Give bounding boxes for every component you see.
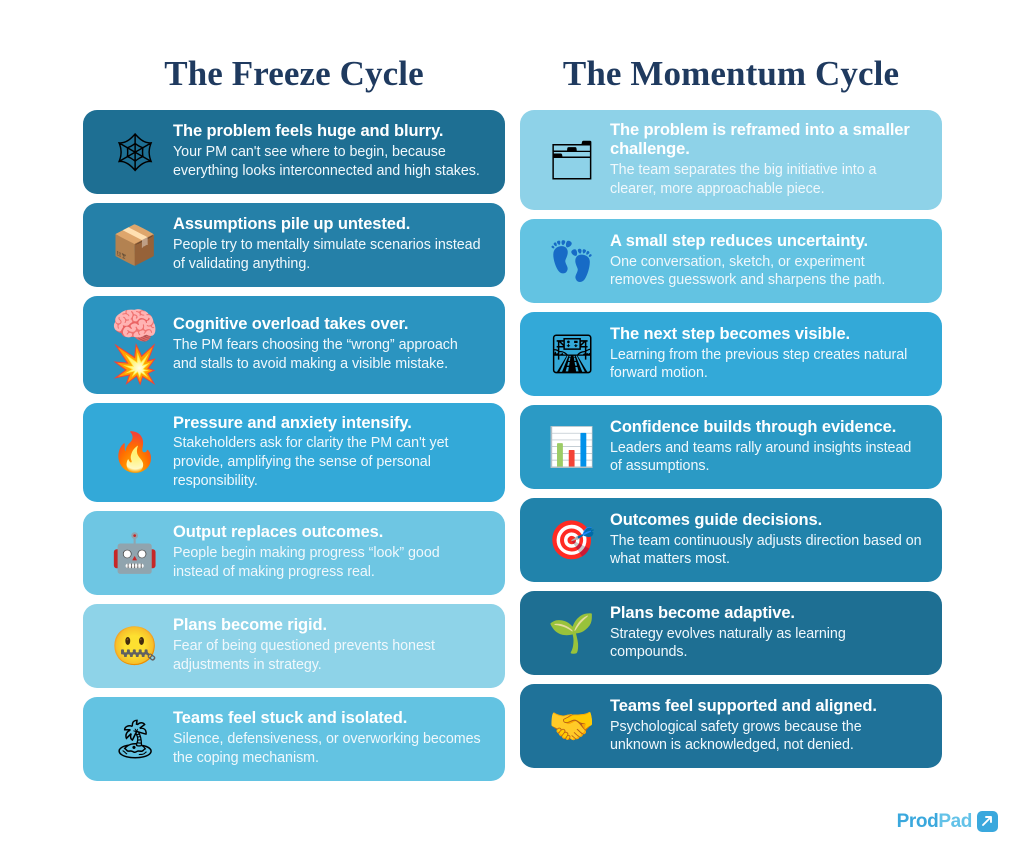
- card-body: Pressure and anxiety intensify. Stakehol…: [173, 414, 489, 491]
- card-momentum-5: 🎯 Outcomes guide decisions. The team con…: [520, 497, 942, 582]
- card-momentum-2: 👣 A small step reduces uncertainty. One …: [520, 218, 942, 303]
- column-title-momentum: The Momentum Cycle: [562, 54, 900, 93]
- logo-pad-text: Pad: [938, 811, 972, 832]
- cycle-columns: The Freeze Cycle 🕸 The problem feels hug…: [83, 54, 942, 781]
- card-body: Confidence builds through evidence. Lead…: [610, 418, 926, 476]
- card-heading: Assumptions pile up untested.: [173, 215, 411, 234]
- card-freeze-3: 🧠💥 Cognitive overload takes over. The PM…: [83, 295, 505, 394]
- card-freeze-7: 🏝 Teams feel stuck and isolated. Silence…: [83, 696, 505, 781]
- card-description: People begin making progress “look” good…: [173, 545, 440, 581]
- card-momentum-3: 🛣 The next step becomes visible. Learnin…: [520, 311, 942, 396]
- card-heading: Teams feel supported and aligned.: [610, 696, 877, 715]
- packages-icon: 📦: [111, 222, 159, 267]
- card-momentum-6: 🌱 Plans become adaptive. Strategy evolve…: [520, 590, 942, 675]
- card-freeze-5: 🤖 Output replaces outcomes. People begin…: [83, 510, 505, 595]
- card-description: People try to mentally simulate scenario…: [173, 237, 481, 272]
- prodpad-logo[interactable]: ProdPad: [897, 811, 998, 832]
- dart-target-icon: 🎯: [548, 517, 596, 562]
- handshake-icon: 🤝: [548, 703, 596, 748]
- zipper-mouth-face-icon: 🤐: [111, 623, 159, 668]
- card-body: The problem is reframed into a smaller c…: [610, 121, 926, 199]
- logo-prod-text: Prod: [896, 811, 939, 832]
- card-body: Teams feel supported and aligned. Psycho…: [610, 697, 926, 755]
- column-momentum-cycle: The Momentum Cycle 🗂 The problem is refr…: [520, 54, 942, 781]
- card-momentum-7: 🤝 Teams feel supported and aligned. Psyc…: [520, 683, 942, 768]
- card-list-freeze: 🕸 The problem feels huge and blurry. You…: [83, 109, 505, 781]
- card-heading: A small step reduces uncertainty.: [610, 231, 869, 250]
- card-description: Stakeholders ask for clarity the PM can'…: [173, 435, 449, 489]
- card-description: Psychological safety grows because the u…: [610, 718, 862, 754]
- card-freeze-2: 📦 Assumptions pile up untested. People t…: [83, 202, 505, 287]
- logo-wordmark: ProdPad: [896, 811, 973, 832]
- card-momentum-1: 🗂 The problem is reframed into a smaller…: [520, 109, 942, 210]
- card-body: Plans become adaptive. Strategy evolves …: [610, 604, 926, 662]
- card-description: Strategy evolves naturally as learning c…: [610, 625, 846, 661]
- card-body: Assumptions pile up untested. People try…: [173, 215, 489, 273]
- card-body: Outcomes guide decisions. The team conti…: [610, 511, 926, 569]
- card-heading: Cognitive overload takes over.: [173, 315, 409, 334]
- robot-icon: 🤖: [111, 530, 159, 575]
- card-description: Fear of being questioned prevents honest…: [173, 638, 435, 674]
- card-momentum-4: 📊 Confidence builds through evidence. Le…: [520, 404, 942, 489]
- card-list-momentum: 🗂 The problem is reframed into a smaller…: [520, 109, 942, 768]
- card-heading: Plans become adaptive.: [610, 603, 795, 622]
- desert-island-icon: 🏝: [110, 716, 160, 761]
- card-body: Output replaces outcomes. People begin m…: [173, 523, 489, 581]
- card-description: The PM fears choosing the “wrong” approa…: [173, 337, 458, 372]
- fire-icon: 🔥: [111, 430, 159, 475]
- column-freeze-cycle: The Freeze Cycle 🕸 The problem feels hug…: [83, 54, 505, 781]
- column-title-freeze: The Freeze Cycle: [164, 54, 424, 93]
- card-description: The team continuously adjusts direction …: [610, 532, 922, 568]
- card-description: Silence, defensiveness, or overworking b…: [173, 731, 481, 767]
- card-heading: Outcomes guide decisions.: [610, 510, 823, 529]
- card-freeze-6: 🤐 Plans become rigid. Fear of being ques…: [83, 603, 505, 688]
- card-description: Leaders and teams rally around insights …: [610, 439, 912, 475]
- card-heading: Plans become rigid.: [173, 616, 327, 635]
- card-heading: The problem feels huge and blurry.: [173, 122, 444, 141]
- card-heading: Output replaces outcomes.: [173, 523, 384, 542]
- card-body: Plans become rigid. Fear of being questi…: [173, 616, 489, 674]
- card-index-dividers-icon: 🗂: [547, 137, 597, 182]
- card-heading: Pressure and anxiety intensify.: [173, 413, 412, 432]
- card-body: Teams feel stuck and isolated. Silence, …: [173, 709, 489, 767]
- card-description: Learning from the previous step creates …: [610, 346, 908, 382]
- motorway-icon: 🛣: [547, 331, 597, 376]
- card-heading: The problem is reframed into a smaller c…: [610, 120, 910, 159]
- brain-explosion-icon: 🧠💥: [111, 303, 159, 386]
- card-heading: Teams feel stuck and isolated.: [173, 709, 408, 728]
- card-heading: Confidence builds through evidence.: [610, 417, 897, 436]
- card-body: The problem feels huge and blurry. Your …: [173, 122, 489, 180]
- footprints-icon: 👣: [548, 238, 596, 283]
- card-body: The next step becomes visible. Learning …: [610, 325, 926, 383]
- bar-chart-icon: 📊: [548, 424, 596, 469]
- seedling-icon: 🌱: [548, 610, 596, 655]
- card-description: The team separates the big initiative in…: [610, 162, 877, 198]
- spider-web-icon: 🕸: [110, 129, 160, 174]
- card-freeze-1: 🕸 The problem feels huge and blurry. You…: [83, 109, 505, 194]
- prodpad-mark-icon: [977, 811, 998, 832]
- card-heading: The next step becomes visible.: [610, 324, 851, 343]
- card-body: Cognitive overload takes over. The PM fe…: [173, 315, 489, 373]
- card-body: A small step reduces uncertainty. One co…: [610, 232, 926, 290]
- card-description: Your PM can't see where to begin, becaus…: [173, 144, 480, 179]
- card-description: One conversation, sketch, or experiment …: [610, 253, 886, 289]
- card-freeze-4: 🔥 Pressure and anxiety intensify. Stakeh…: [83, 402, 505, 502]
